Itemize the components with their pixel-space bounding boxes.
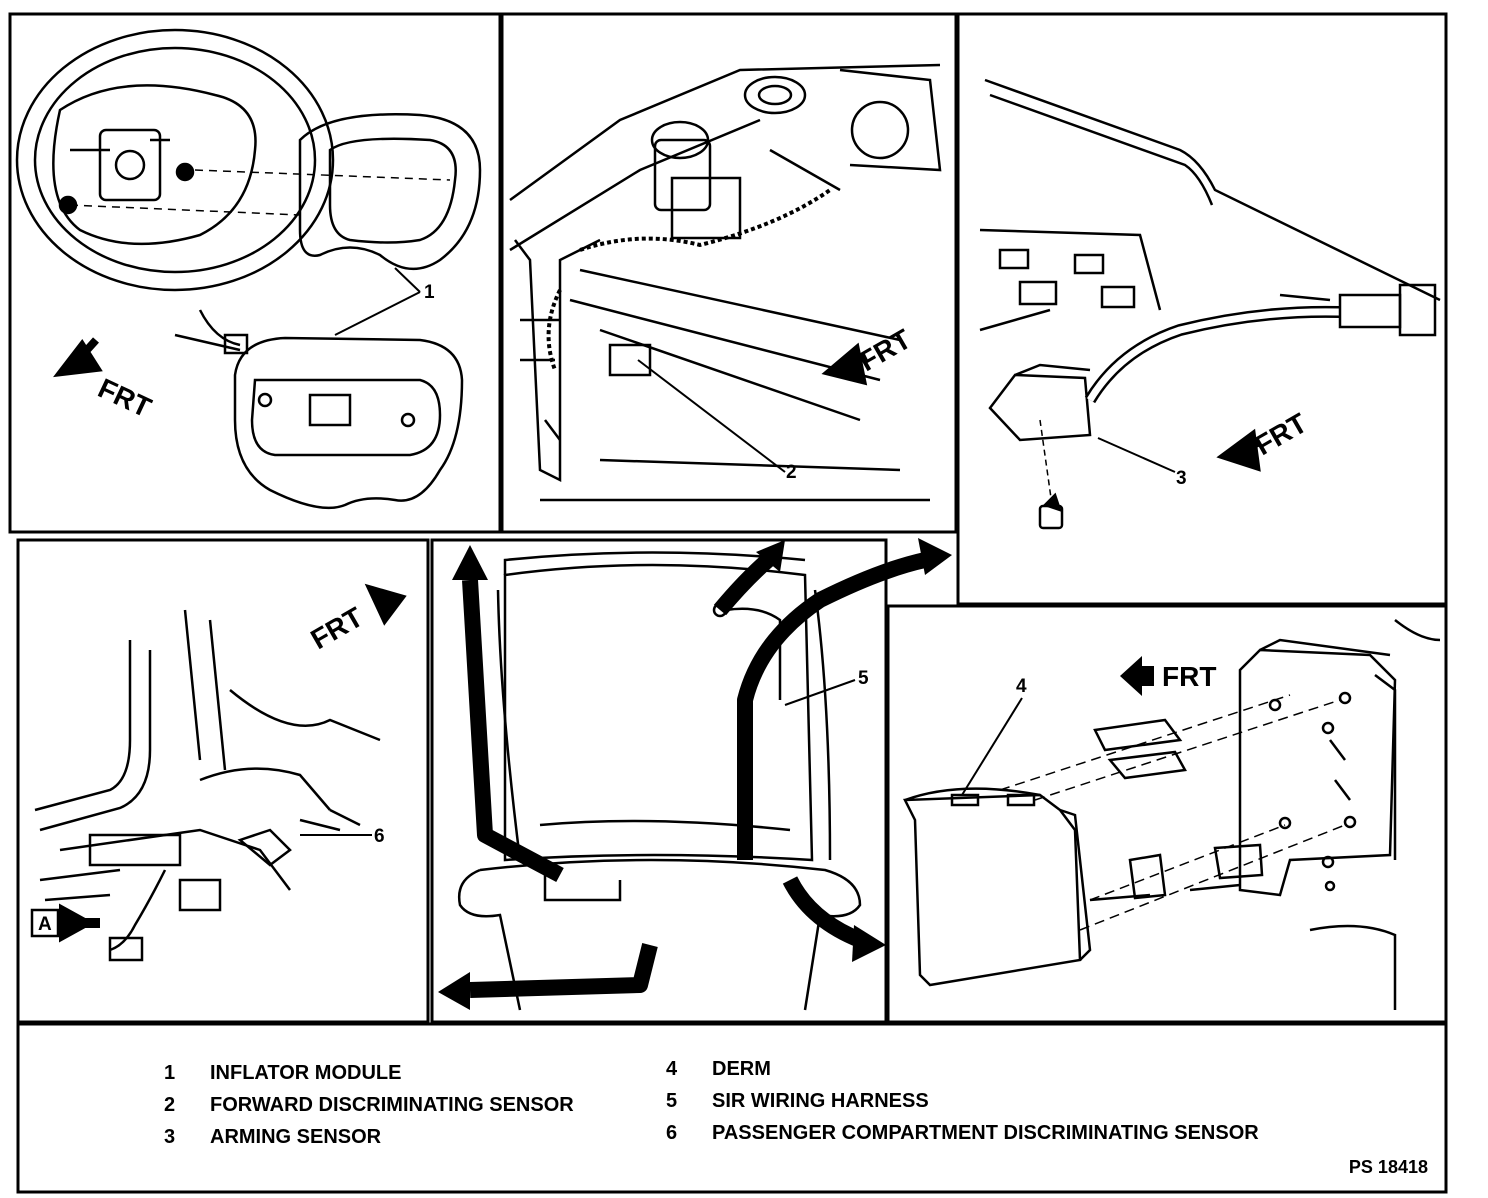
legend-number: 4 [666,1058,678,1080]
front-arrow-icon [821,342,868,386]
callout-4: 4 [1016,676,1027,697]
panel-arming-sensor [956,12,1448,606]
legend-item: 6 PASSENGER COMPARTMENT DISCRIMINATING S… [666,1122,1259,1145]
panel-derm [886,604,1448,1024]
legend-item: 4 DERM [666,1058,771,1081]
legend: 1 INFLATOR MODULE 2 FORWARD DISCRIMINATI… [18,1026,1446,1192]
legend-number: 1 [164,1062,176,1084]
harness-route-arrows [462,552,927,998]
callout-2-leader [637,359,786,473]
front-arrow-tail [1140,666,1154,686]
panel-forward-sensor [500,12,958,534]
legend-text: FORWARD DISCRIMINATING SENSOR [210,1094,574,1116]
figure-code: PS 18418 [1348,1157,1428,1177]
legend-frame [16,1022,1448,1194]
legend-number: 2 [164,1094,176,1116]
panel-frames [8,12,1448,1194]
inflator-pad-upper [69,113,482,271]
callout-5-leader [784,679,856,706]
legend-item: 5 SIR WIRING HARNESS [666,1090,929,1113]
legend-item: 2 FORWARD DISCRIMINATING SENSOR [164,1094,574,1117]
panel-inflator-module [8,12,502,534]
front-label-panel4: FRT [306,601,369,655]
callout-2: 2 [786,462,797,483]
front-arrow-icon [53,337,103,378]
callout-4-leader [961,697,1023,796]
callout-1: 1 [424,282,435,303]
front-label-panel1: FRT [93,372,155,423]
front-arrow-icon [364,583,407,626]
legend-item: 3 ARMING SENSOR [164,1126,381,1149]
legend-text: PASSENGER COMPARTMENT DISCRIMINATING SEN… [712,1122,1259,1144]
vehicle-top-view-drawing [457,551,862,1011]
legend-text: INFLATOR MODULE [210,1062,402,1084]
legend-number: 3 [164,1126,176,1148]
legend-text: SIR WIRING HARNESS [712,1090,929,1112]
legend-number: 6 [666,1122,678,1144]
engine-compartment-drawing [509,63,942,502]
view-a-marker: A [30,903,100,943]
legend-text: ARMING SENSOR [210,1126,382,1148]
front-arrow-icon [1120,656,1142,696]
front-label-panel6: FRT [1162,661,1216,692]
panel-harness-route [430,538,888,1024]
callout-1-leaders [334,267,421,336]
callout-5: 5 [858,668,869,689]
inflator-module-lower [174,309,464,510]
arming-sensor-drawing [979,78,1441,530]
passenger-sensor-drawing [34,609,381,962]
legend-item: 1 INFLATOR MODULE [164,1062,401,1085]
callout-6: 6 [374,826,385,847]
front-arrow-icon [1216,428,1262,472]
view-a-label: A [38,914,52,935]
harness-route-arrowheads [438,538,952,1010]
legend-text: DERM [712,1058,771,1080]
callout-3: 3 [1176,468,1187,489]
steering-wheel-drawing [15,28,335,292]
front-label-panel3: FRT [1250,407,1313,461]
legend-number: 5 [666,1090,678,1112]
callout-3-leader [1097,437,1176,473]
panel-passenger-sensor [16,538,430,1024]
